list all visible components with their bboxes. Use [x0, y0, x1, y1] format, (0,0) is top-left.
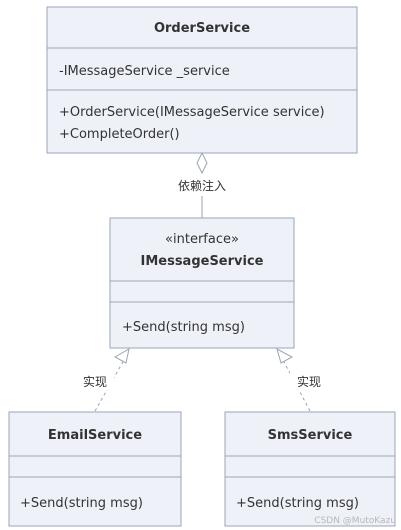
class-method: +Send(string msg): [236, 496, 359, 511]
watermark: CSDN @MutoKazu: [314, 516, 396, 526]
implements-label-right: 实现: [297, 374, 321, 389]
class-method: +OrderService(IMessageService service): [59, 105, 325, 120]
edge-implements-sms: 实现: [276, 348, 328, 412]
class-box: [46, 6, 358, 154]
realization-triangle-icon: [276, 348, 294, 364]
implements-label-left: 实现: [83, 374, 107, 389]
class-name: SmsService: [268, 428, 353, 443]
edge-dependency-injection: 依赖注入: [168, 151, 236, 218]
edge-label-bg: [168, 176, 236, 196]
class-method: +Send(string msg): [122, 320, 245, 335]
dependency-injection-label: 依赖注入: [178, 178, 226, 193]
class-email-service: EmailService +Send(string msg): [8, 411, 182, 527]
aggregation-diamond-icon: [196, 151, 208, 175]
class-imessage-service: «interface» IMessageService +Send(string…: [109, 217, 295, 349]
class-box: [224, 411, 396, 527]
edge-line: [282, 359, 311, 412]
class-box: [109, 217, 295, 349]
class-name: OrderService: [154, 21, 250, 36]
class-sms-service: SmsService +Send(string msg): [224, 411, 396, 527]
edge-label-bg: [290, 372, 328, 390]
class-name: EmailService: [48, 428, 142, 443]
edge-line: [94, 359, 125, 412]
edge-implements-email: 实现: [76, 348, 130, 412]
class-stereotype: «interface»: [165, 232, 239, 247]
class-method: +Send(string msg): [20, 496, 143, 511]
class-method: +CompleteOrder(): [59, 127, 180, 142]
class-field: -IMessageService _service: [59, 64, 230, 79]
realization-triangle-icon: [113, 348, 130, 364]
class-order-service: OrderService -IMessageService _service +…: [46, 6, 358, 154]
class-box: [8, 411, 182, 527]
edge-label-bg: [76, 372, 114, 390]
class-name: IMessageService: [140, 254, 263, 269]
